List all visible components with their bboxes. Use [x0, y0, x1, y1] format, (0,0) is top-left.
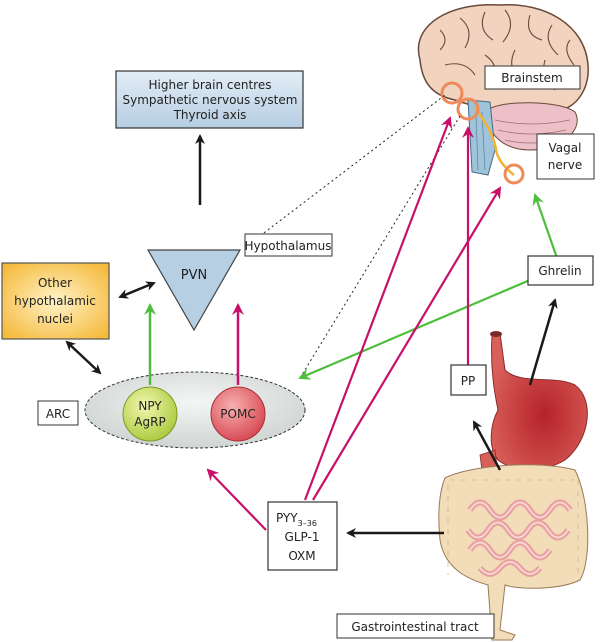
intestine-illustration — [438, 464, 589, 641]
arc-label: ARC — [46, 407, 70, 421]
pvn-brainstem-link — [251, 94, 446, 243]
other-line-3: nuclei — [37, 312, 73, 326]
agrp-label: AgRP — [134, 415, 165, 429]
stomach-illustration — [479, 331, 588, 479]
gut-hormones-box: PYY3–36 GLP-1 OXM — [267, 501, 338, 571]
stomach-to-ghrelin-arrow — [528, 298, 558, 386]
npy-agrp-node: NPY AgRP — [122, 386, 178, 442]
arc-region — [84, 371, 306, 449]
higher-line-3: Thyroid axis — [173, 108, 247, 122]
gi-tract-label-box — [336, 613, 495, 639]
vagal-label-1: Vagal — [549, 141, 582, 155]
higher-line-2: Sympathetic nervous system — [123, 93, 298, 107]
hormones-to-brainstem-arrow — [303, 116, 453, 501]
pyy-subscript: 3–36 — [298, 519, 317, 528]
hypothalamus-label: Hypothalamus — [245, 239, 332, 253]
other-arc-arrow — [65, 340, 102, 375]
pomc-node: POMC — [210, 386, 266, 442]
brainstem-label-box — [484, 65, 581, 90]
higher-brain-centres-box: Higher brain centres Sympathetic nervous… — [115, 70, 304, 129]
brainstem-site-2 — [456, 97, 480, 121]
npy-label: NPY — [138, 399, 162, 413]
higher-line-1: Higher brain centres — [149, 78, 272, 92]
vagal-label-2: nerve — [548, 158, 582, 172]
oxm-label: OXM — [288, 549, 315, 563]
pp-box — [450, 364, 487, 396]
arc-label-box — [37, 400, 79, 426]
other-hypothalamic-nuclei-box: Other hypothalamic nuclei — [1, 262, 110, 340]
hypothalamus-label-box — [244, 233, 333, 257]
brainstem-site-1 — [440, 81, 464, 105]
vagal-nerve-label-box — [536, 133, 595, 180]
pvn-label: PVN — [181, 268, 207, 283]
glp1-label: GLP-1 — [285, 530, 320, 544]
other-line-1: Other — [38, 276, 72, 290]
pyy-label: PYY3–36 — [276, 511, 317, 528]
other-line-2: hypothalamic — [14, 294, 96, 308]
hormones-to-arc-arrow — [206, 468, 267, 531]
gi-tract-label: Gastrointestinal tract — [351, 620, 479, 634]
pvn-node: PVN — [146, 249, 242, 332]
vagal-site — [503, 163, 525, 185]
ghrelin-to-vagal-arrow — [532, 193, 559, 259]
ghrelin-label: Ghrelin — [538, 264, 581, 278]
brainstem-label: Brainstem — [501, 71, 563, 85]
pomc-label: POMC — [220, 407, 255, 421]
other-pvn-arrow — [118, 281, 156, 299]
pp-label: PP — [461, 374, 475, 388]
pancreas-to-pp-arrow — [472, 420, 502, 471]
ghrelin-box — [527, 255, 594, 286]
